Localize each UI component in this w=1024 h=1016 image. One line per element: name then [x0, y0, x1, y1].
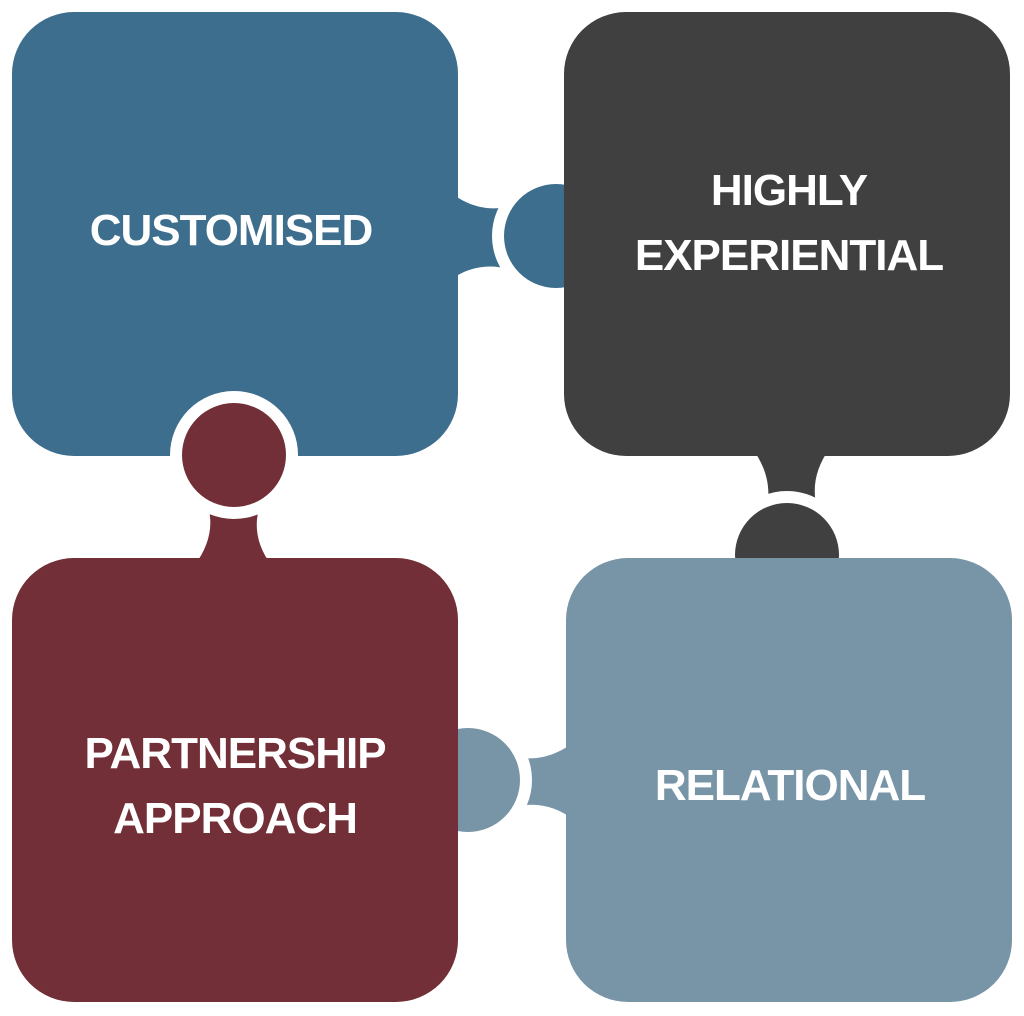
label-partnership: PARTNERSHIP	[84, 729, 385, 778]
tab-knob-partnership-approach	[182, 403, 286, 507]
label-approach: APPROACH	[113, 794, 357, 843]
puzzle-piece-partnership-approach	[12, 391, 458, 1002]
puzzle-piece-highly-experiential	[564, 12, 1010, 619]
piece-body-relational	[566, 558, 1012, 1002]
label-highly: HIGHLY	[711, 166, 868, 215]
label-relational: RELATIONAL	[655, 761, 925, 810]
piece-body-customised	[12, 12, 458, 456]
label-experiential: EXPERIENTIAL	[635, 231, 943, 280]
piece-body-partnership-approach	[12, 558, 458, 1002]
label-customised: CUSTOMISED	[90, 206, 373, 255]
piece-body-highly-experiential	[564, 12, 1010, 456]
puzzle-piece-relational	[404, 558, 1012, 1002]
